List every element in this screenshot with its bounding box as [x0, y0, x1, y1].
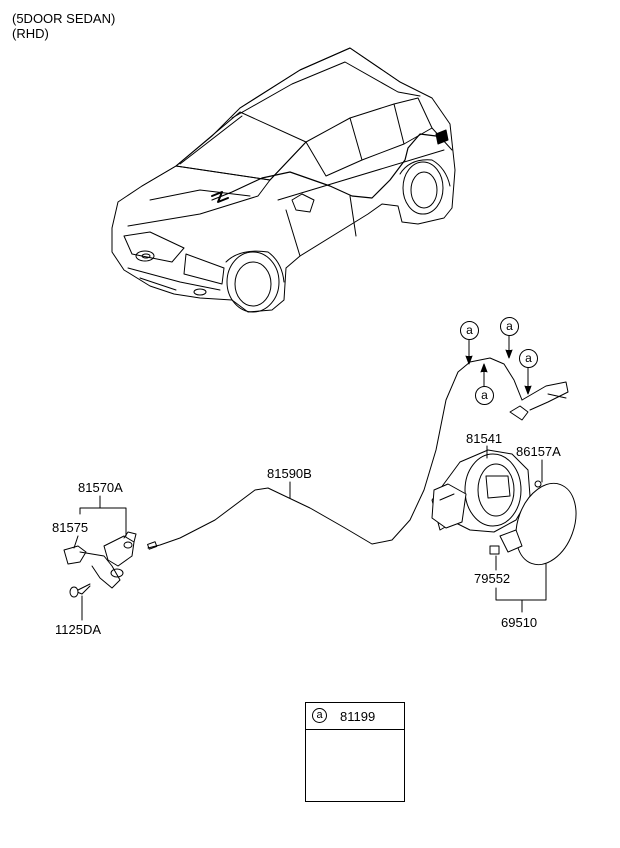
callout-a-4: a — [475, 386, 494, 405]
car-illustration — [111, 47, 456, 313]
legend-header: a 81199 — [306, 703, 404, 730]
callout-a-2: a — [500, 317, 519, 336]
callout-a-1: a — [460, 321, 479, 340]
lever-assembly — [63, 531, 137, 598]
header-drive: (RHD) — [12, 26, 49, 41]
fuel-door — [489, 482, 577, 566]
actuator-end — [509, 381, 569, 421]
label-69510: 69510 — [501, 615, 538, 630]
header-model: (5DOOR SEDAN) — [12, 11, 116, 26]
callout-a-3: a — [519, 349, 538, 368]
label-86157A: 86157A — [516, 444, 561, 459]
release-cable — [147, 357, 523, 550]
label-1125DA: 1125DA — [55, 622, 102, 637]
label-81570A: 81570A — [78, 480, 123, 495]
legend-box: a 81199 — [305, 702, 405, 802]
label-81575: 81575 — [52, 520, 89, 535]
label-81590B: 81590B — [267, 466, 312, 481]
legend-callout-a: a — [312, 708, 327, 723]
label-81541: 81541 — [466, 431, 503, 446]
label-79552: 79552 — [474, 571, 511, 586]
legend-part-code: 81199 — [340, 709, 376, 724]
filler-housing — [431, 449, 542, 533]
